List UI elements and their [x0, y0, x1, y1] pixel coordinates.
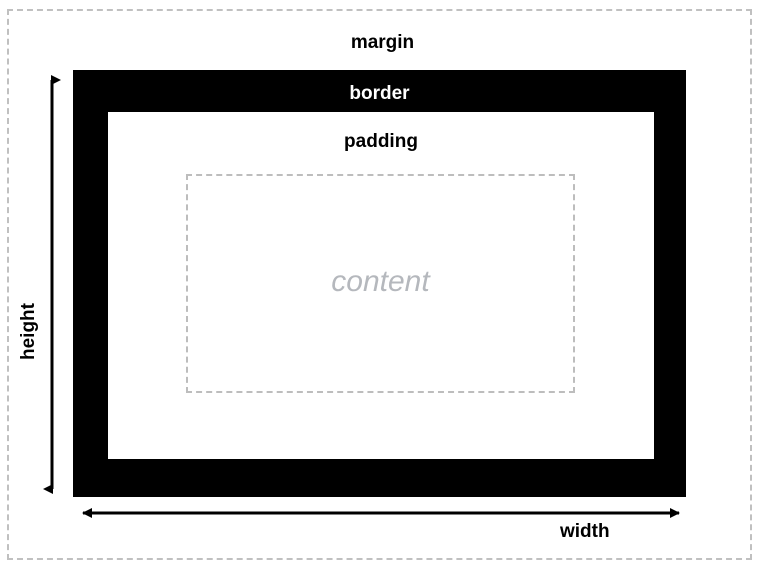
padding-box [108, 112, 654, 459]
height-label: height [18, 303, 39, 360]
margin-label: margin [350, 32, 415, 53]
border-label: border [349, 83, 410, 104]
padding-label: padding [344, 131, 418, 152]
content-label: content [331, 265, 430, 298]
width-label: width [560, 521, 610, 542]
content-box [186, 174, 575, 393]
width-dimension-arrow [82, 508, 680, 518]
height-dimension-arrow [43, 75, 61, 494]
margin-box [7, 9, 752, 560]
border-box [73, 70, 686, 497]
